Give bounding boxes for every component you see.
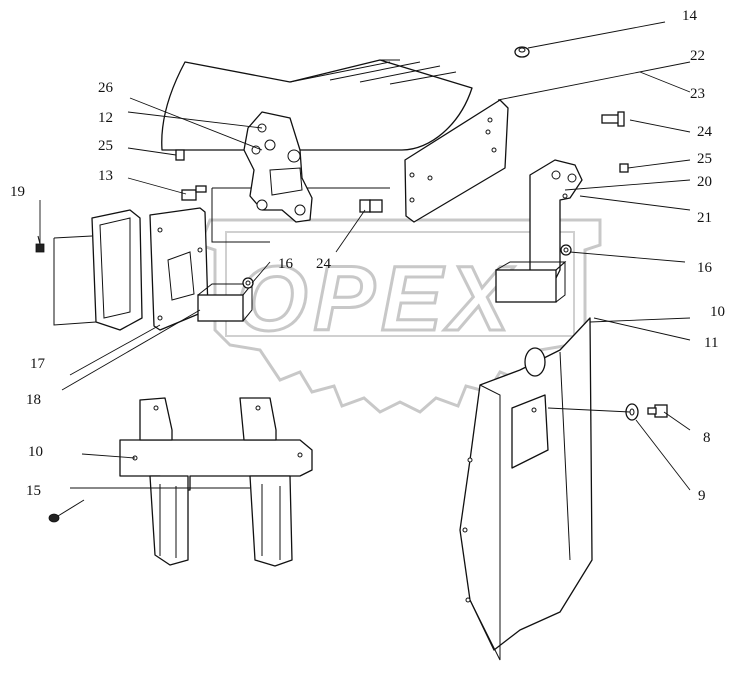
callout-18: 18 — [26, 392, 41, 408]
callout-14: 14 — [682, 8, 698, 24]
leader-lines — [39, 21, 691, 491]
bolt-13 — [181, 185, 207, 201]
callout-24-center: 24 — [316, 256, 332, 272]
nut-16-left — [242, 277, 254, 289]
callout-labels: 14 22 23 26 12 25 24 25 13 20 21 19 16 2… — [10, 8, 725, 504]
left-side-bracket — [53, 207, 254, 331]
callout-16-left: 16 — [278, 256, 294, 272]
right-side-panel — [459, 317, 593, 661]
nut-25-left — [175, 149, 185, 161]
callout-21: 21 — [697, 210, 712, 226]
callout-23: 23 — [690, 86, 705, 102]
callout-10-left: 10 — [28, 444, 43, 460]
top-cover-panel — [161, 59, 473, 243]
watermark-text: OPEX — [236, 248, 516, 350]
lower-crossmember-frame — [119, 397, 313, 567]
callout-10-right: 10 — [710, 304, 725, 320]
callout-12: 12 — [98, 110, 113, 126]
callout-11: 11 — [704, 335, 718, 351]
callout-17: 17 — [30, 356, 46, 372]
callout-26: 26 — [98, 80, 114, 96]
callout-25-right: 25 — [697, 151, 712, 167]
callout-8: 8 — [703, 430, 711, 446]
nut-25-right — [619, 163, 629, 173]
bolt-8 — [647, 404, 668, 418]
callout-13: 13 — [98, 168, 113, 184]
callout-16-right: 16 — [697, 260, 713, 276]
nut-14 — [514, 46, 530, 58]
bolt-15 — [48, 499, 85, 523]
mounting-bracket — [243, 111, 313, 223]
callout-19: 19 — [10, 184, 25, 200]
callout-15: 15 — [26, 483, 41, 499]
callout-22: 22 — [690, 48, 705, 64]
nut-16-right — [560, 244, 572, 256]
spacer-24-center — [359, 199, 383, 213]
bolt-24-right — [601, 111, 625, 127]
hinge-arm — [495, 159, 583, 303]
callout-24-right: 24 — [697, 124, 713, 140]
callout-25-left: 25 — [98, 138, 113, 154]
callout-9: 9 — [698, 488, 706, 504]
callout-20: 20 — [697, 174, 712, 190]
